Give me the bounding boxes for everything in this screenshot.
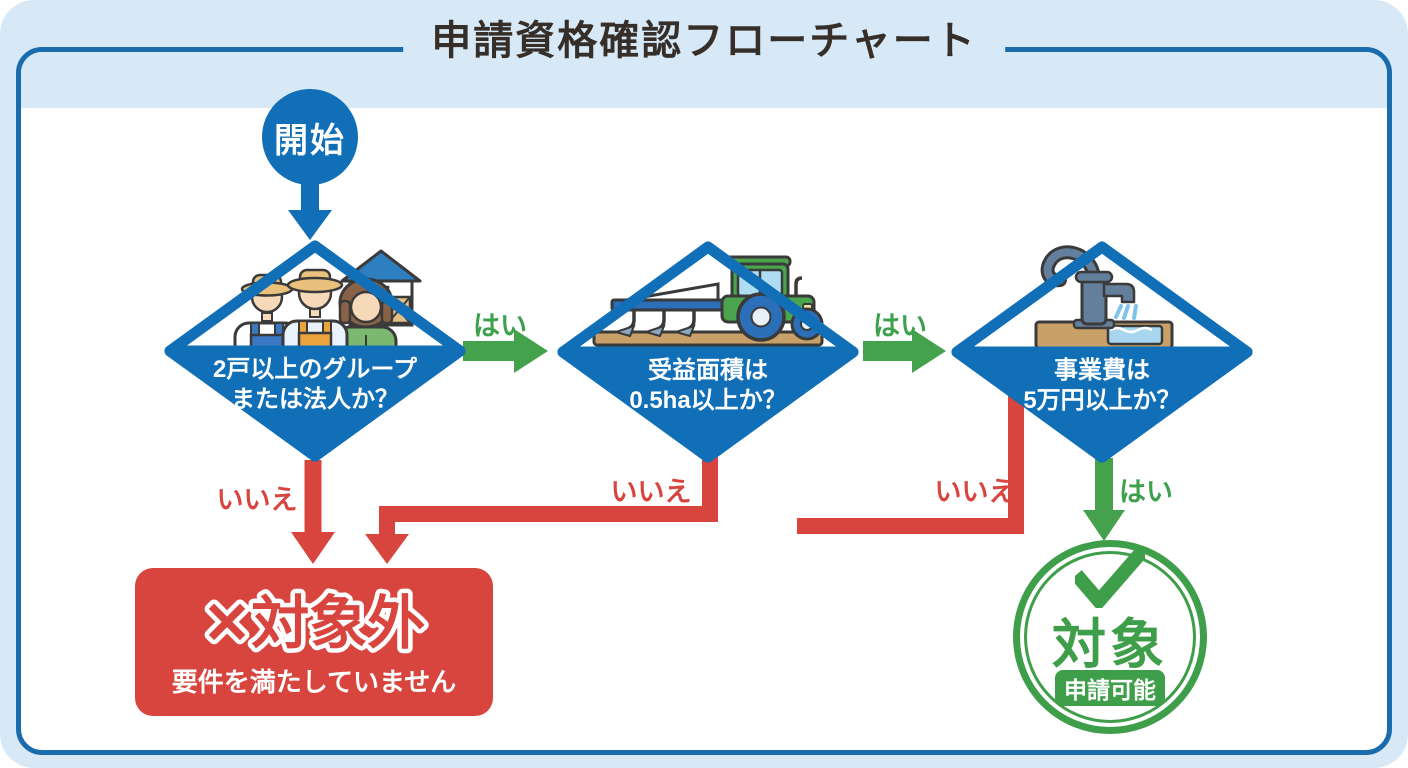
yes-label-2: はい — [873, 311, 927, 341]
no-arrow-1 — [291, 460, 335, 564]
decision-1-line1: 2戸以上のグループ — [213, 356, 417, 383]
stamp-inner-ring — [1024, 551, 1196, 723]
decision-2-line2: 0.5ha以上か？ — [629, 387, 787, 414]
water-pump-icon — [1034, 245, 1174, 350]
eligible-heading: 対象 — [1052, 615, 1168, 675]
not-eligible-heading: ✕対象外 — [203, 591, 426, 656]
checkmark-icon — [1075, 550, 1145, 608]
decision-1-text: 2戸以上のグループ または法人か？ — [163, 355, 467, 415]
not-eligible-detail: 要件を満たしていません — [171, 666, 457, 697]
eligible-sub-banner: 申請可能 — [1055, 670, 1165, 706]
farmer-woman — [334, 277, 398, 365]
no-label-2: いいえ — [610, 477, 692, 507]
no-elbow-arrow-2 — [365, 456, 718, 564]
decision-3-text: 事業費は 5万円以上か？ — [950, 356, 1254, 416]
start-arrow-icon — [288, 183, 332, 240]
no-label-3: いいえ — [934, 477, 1016, 507]
decision-group-or-corporation: 2戸以上のグループ または法人か？ — [163, 239, 467, 463]
decision-diamond-shape — [951, 241, 1253, 463]
decision-3-line2: 5万円以上か？ — [1023, 387, 1181, 414]
not-eligible-heading-shape: ✕対象外 — [198, 586, 430, 660]
decision-2-line1: 受益面積は — [648, 357, 768, 384]
yes-arrow-3 — [1083, 458, 1125, 541]
decision-1-line2: または法人か？ — [231, 386, 399, 413]
decision-diamond-shape — [557, 241, 859, 463]
no-label-1: いいえ — [216, 485, 298, 515]
decision-diamond-shape — [164, 240, 466, 462]
page-title: 申請資格確認フローチャート — [403, 12, 1005, 70]
start-node: 開始 — [262, 89, 358, 185]
decision-2-text: 受益面積は 0.5ha以上か？ — [556, 356, 860, 416]
yes-arrow-2 — [863, 329, 946, 373]
decision-3-line1: 事業費は — [1054, 357, 1150, 384]
no-elbow-line-3 — [797, 380, 1024, 534]
tractor-icon — [592, 255, 824, 347]
decision-benefit-area: 受益面積は 0.5ha以上か？ — [556, 240, 860, 464]
yes-label-3: はい — [1119, 477, 1173, 507]
eligible-stamp: 対象 申請可能 — [1013, 540, 1207, 734]
yes-label-1: はい — [473, 311, 527, 341]
yes-arrow-1 — [463, 329, 548, 373]
decision-project-cost: 事業費は 5万円以上か？ — [950, 240, 1254, 464]
not-eligible-box: ✕対象外 要件を満たしていません — [135, 568, 493, 716]
